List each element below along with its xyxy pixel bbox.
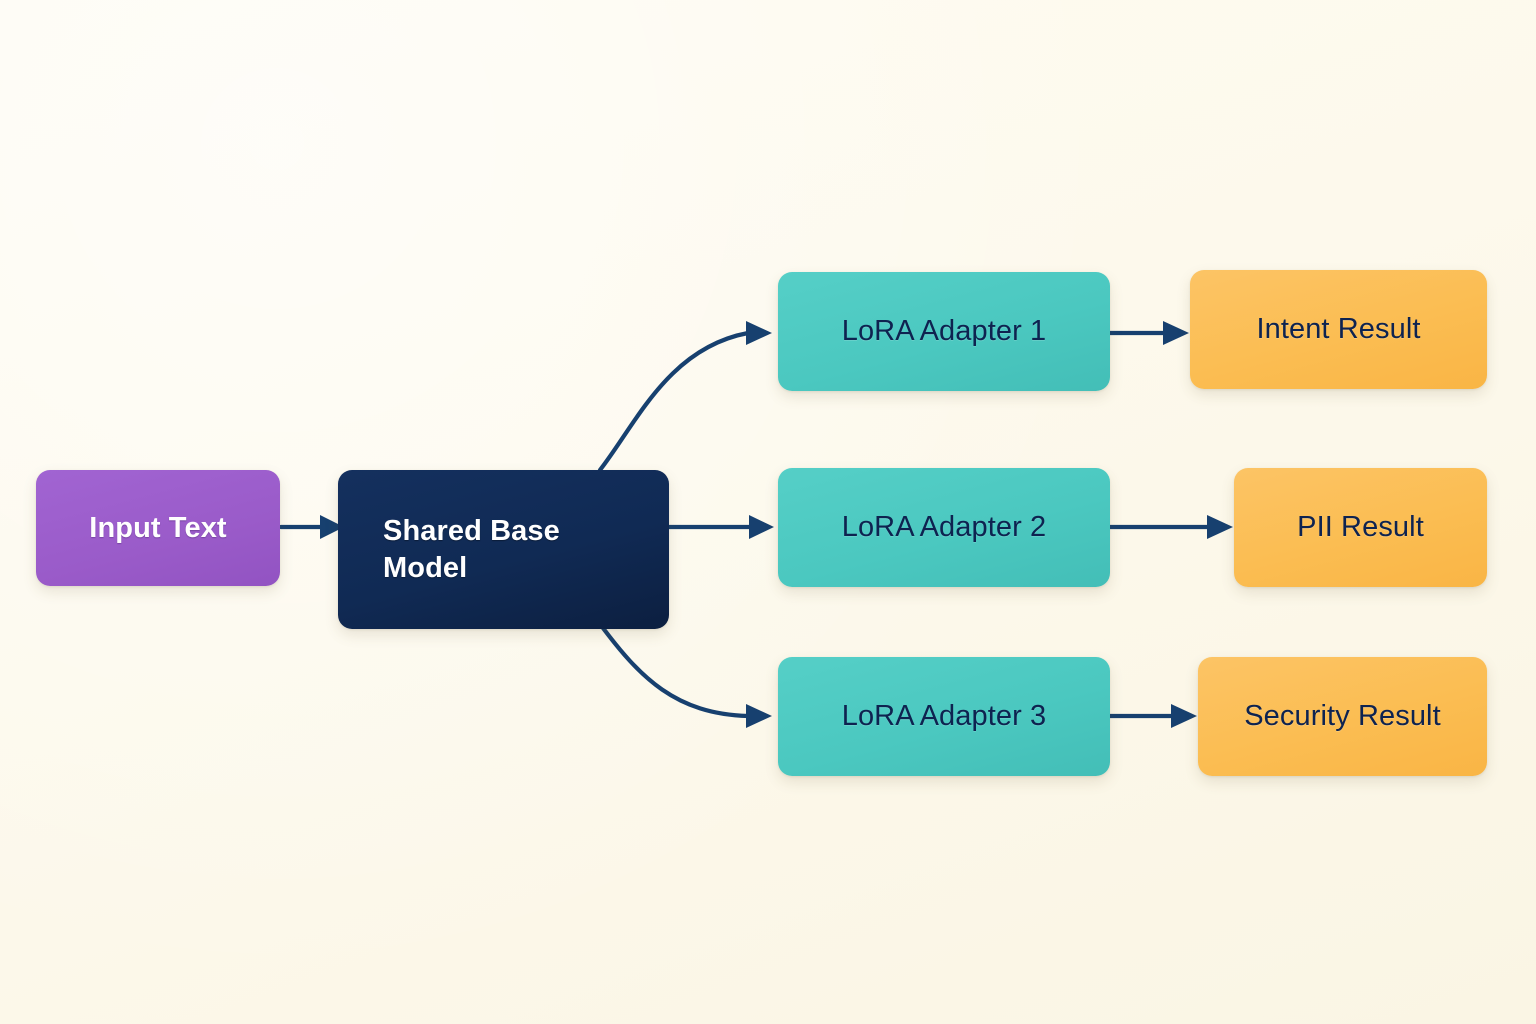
edge-adapter-3-to-security-result	[1107, 704, 1197, 728]
node-lora-adapter-1[interactable]: LoRA Adapter 1	[778, 272, 1110, 391]
edge-adapter-1-to-intent-result	[1107, 321, 1189, 345]
node-intent-result[interactable]: Intent Result	[1190, 270, 1487, 389]
edge-base-to-adapter-2	[666, 515, 774, 539]
node-lora-adapter-2-label: LoRA Adapter 2	[841, 511, 1047, 544]
edge-input-to-base	[278, 515, 344, 539]
node-lora-adapter-3[interactable]: LoRA Adapter 3	[778, 657, 1110, 776]
node-lora-adapter-2[interactable]: LoRA Adapter 2	[778, 468, 1110, 587]
node-input-text-label: Input Text	[89, 511, 227, 544]
node-lora-adapter-3-label: LoRA Adapter 3	[841, 700, 1047, 733]
edge-base-to-adapter-3	[597, 621, 772, 728]
node-input-text[interactable]: Input Text	[36, 470, 280, 586]
node-security-result-label: Security Result	[1244, 700, 1441, 733]
edge-base-to-adapter-1	[597, 321, 772, 473]
node-security-result[interactable]: Security Result	[1198, 657, 1487, 776]
node-pii-result-label: PII Result	[1297, 511, 1424, 544]
node-lora-adapter-1-label: LoRA Adapter 1	[841, 315, 1047, 348]
edge-adapter-2-to-pii-result	[1107, 515, 1233, 539]
node-pii-result[interactable]: PII Result	[1234, 468, 1487, 587]
node-shared-base-model[interactable]: Shared Base Model	[338, 470, 669, 629]
node-shared-base-model-label: Shared Base Model	[383, 514, 560, 584]
node-intent-result-label: Intent Result	[1256, 313, 1421, 346]
